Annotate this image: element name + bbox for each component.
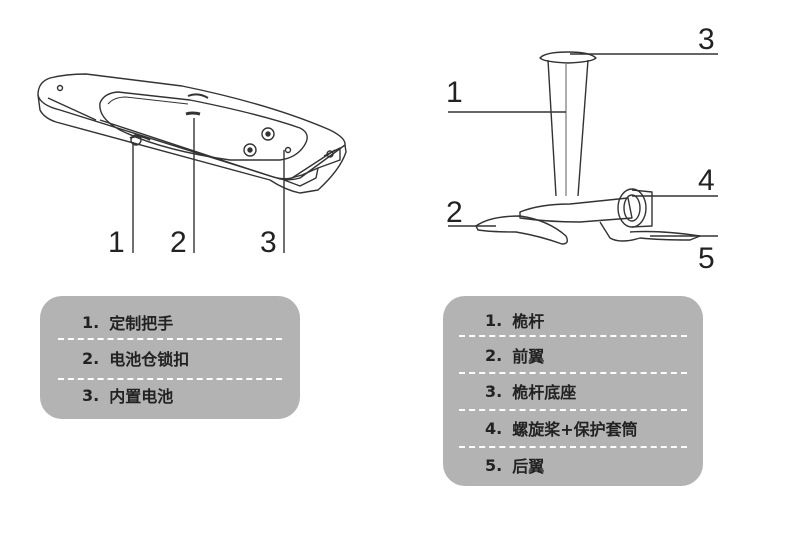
legend-number: 5. bbox=[485, 455, 503, 475]
legend-separator bbox=[459, 372, 687, 374]
legend-number: 1. bbox=[485, 310, 503, 330]
callout-board-1: 1 bbox=[108, 226, 125, 259]
surfboard-illustration bbox=[37, 73, 347, 253]
callout-board-2: 2 bbox=[170, 226, 187, 259]
legend-label: 桅杆 bbox=[512, 312, 545, 331]
legend-label: 后翼 bbox=[512, 457, 545, 476]
legend-number: 2. bbox=[82, 348, 100, 368]
legend-separator bbox=[58, 378, 282, 380]
foil-legend-item-2: 2. 前翼 bbox=[443, 337, 703, 373]
legend-label: 电池仓锁扣 bbox=[109, 350, 190, 369]
legend-label: 定制把手 bbox=[109, 314, 174, 333]
callout-foil-4: 4 bbox=[698, 164, 715, 197]
foil-legend-item-3: 3. 桅杆底座 bbox=[443, 373, 703, 409]
foil-legend: 1. 桅杆 2. 前翼 3. 桅杆底座 4. 螺旋桨+保护套筒 5. 后翼 bbox=[443, 296, 703, 486]
board-legend-item-1: 1. 定制把手 bbox=[40, 304, 300, 340]
board-legend-item-2: 2. 电池仓锁扣 bbox=[40, 340, 300, 376]
legend-number: 3. bbox=[485, 381, 503, 401]
legend-number: 4. bbox=[485, 418, 503, 438]
board-legend-item-3: 3. 内置电池 bbox=[40, 377, 300, 413]
foil-illustration bbox=[448, 51, 718, 245]
legend-number: 3. bbox=[82, 385, 100, 405]
callout-foil-2: 2 bbox=[446, 196, 463, 229]
legend-separator bbox=[459, 409, 687, 411]
surfboard-callouts: 1 2 3 bbox=[108, 226, 277, 259]
foil-callouts: 1 2 3 4 5 bbox=[446, 23, 715, 275]
legend-label: 螺旋桨+保护套筒 bbox=[512, 420, 638, 439]
legend-separator bbox=[459, 335, 687, 337]
callout-foil-3: 3 bbox=[698, 23, 715, 56]
legend-label: 桅杆底座 bbox=[512, 383, 577, 402]
legend-label: 前翼 bbox=[512, 347, 545, 366]
foil-legend-item-4: 4. 螺旋桨+保护套筒 bbox=[443, 410, 703, 446]
legend-separator bbox=[58, 338, 282, 340]
callout-foil-5: 5 bbox=[698, 242, 715, 275]
legend-separator bbox=[459, 446, 687, 448]
foil-legend-item-5: 5. 后翼 bbox=[443, 447, 703, 483]
legend-number: 1. bbox=[82, 312, 100, 332]
callout-board-3: 3 bbox=[260, 226, 277, 259]
legend-label: 内置电池 bbox=[109, 387, 174, 406]
callout-foil-1: 1 bbox=[446, 76, 463, 109]
foil-legend-item-1: 1. 桅杆 bbox=[443, 302, 703, 338]
legend-number: 2. bbox=[485, 345, 503, 365]
board-legend: 1. 定制把手 2. 电池仓锁扣 3. 内置电池 bbox=[40, 296, 300, 419]
